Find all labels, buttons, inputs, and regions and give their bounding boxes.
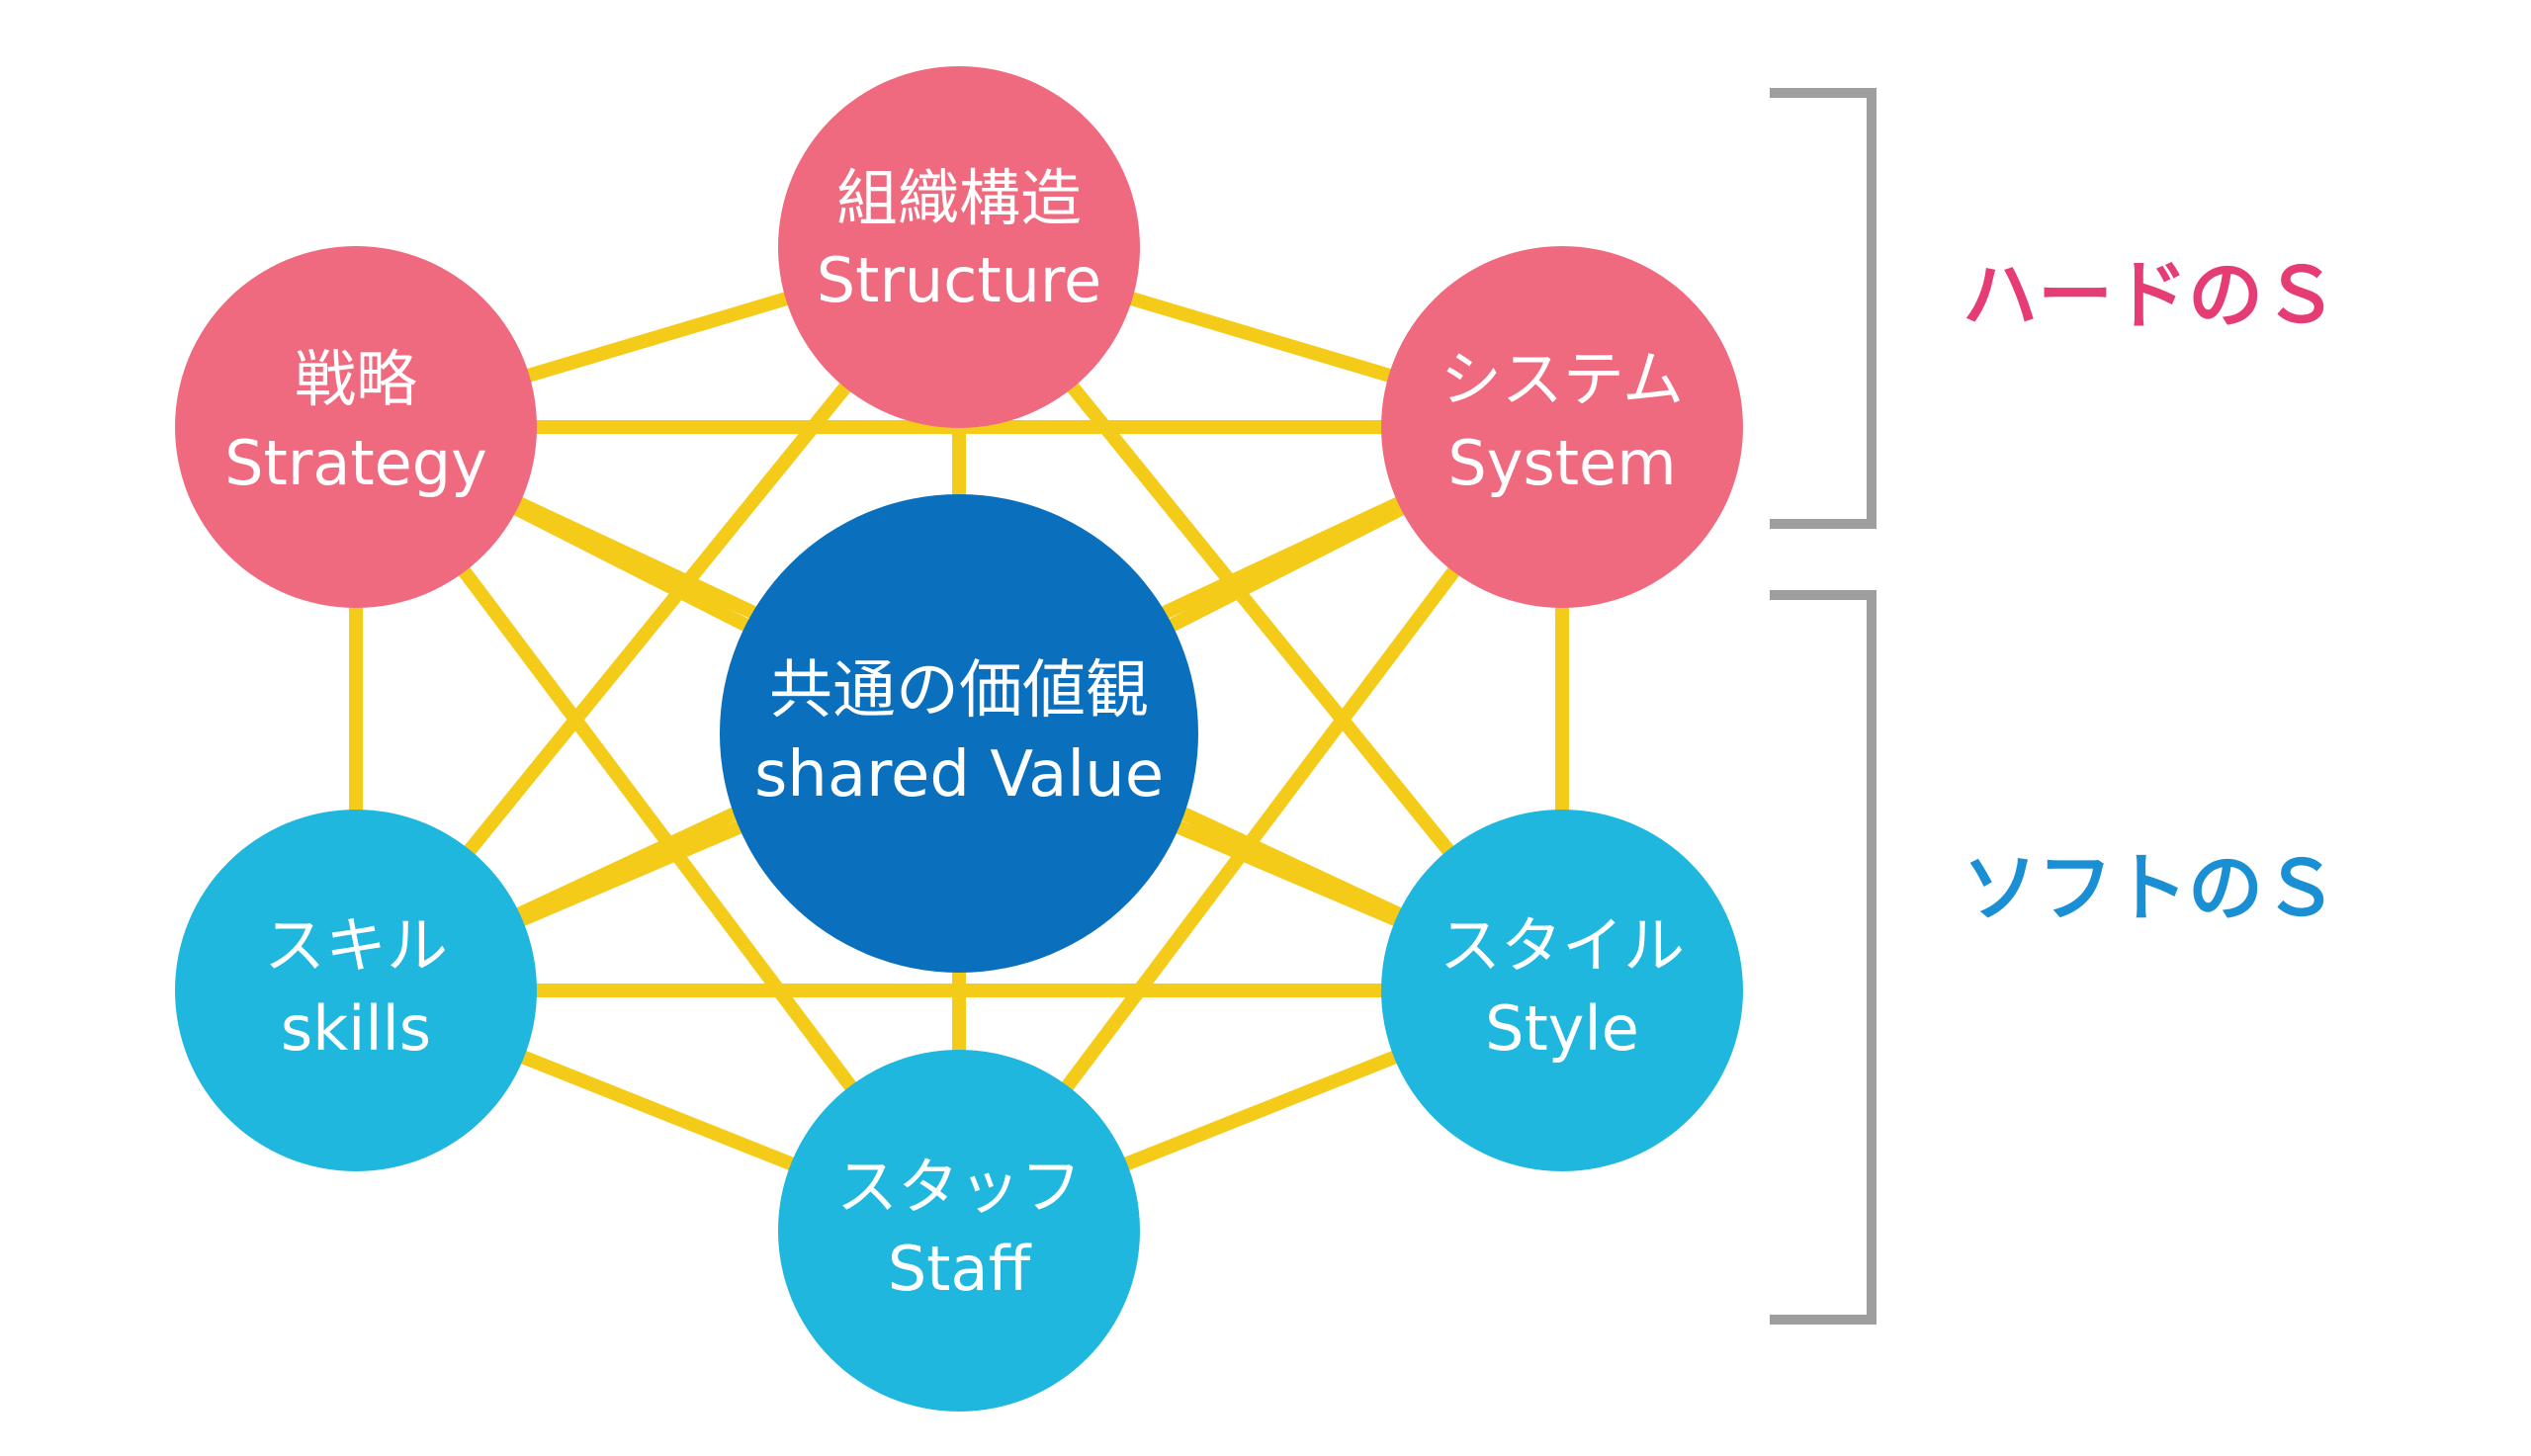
nodes: 組織構造 Structure 戦略 Strategy システム System 共… bbox=[175, 66, 1743, 1412]
node-skills-label-jp: スキル bbox=[264, 909, 448, 982]
node-skills: スキル skills bbox=[175, 810, 537, 1171]
soft-group-label: ソフトのＳ bbox=[1963, 844, 2338, 932]
node-shared-value-label-en: shared Value bbox=[754, 738, 1164, 812]
node-style-circle bbox=[1381, 810, 1743, 1171]
hard-group-label: ハードのＳ bbox=[1963, 251, 2338, 339]
node-strategy-circle bbox=[175, 246, 537, 608]
node-skills-circle bbox=[175, 810, 537, 1171]
soft-bracket bbox=[1770, 590, 1876, 1325]
node-shared-value-circle bbox=[720, 494, 1198, 973]
node-strategy: 戦略 Strategy bbox=[175, 246, 537, 608]
node-structure-label-jp: 組織構造 bbox=[836, 162, 1082, 234]
node-structure: 組織構造 Structure bbox=[778, 66, 1140, 428]
node-style: スタイル Style bbox=[1381, 810, 1743, 1171]
node-system-label-en: System bbox=[1447, 427, 1676, 499]
hard-bracket-line bbox=[1770, 88, 1876, 529]
node-system: システム System bbox=[1381, 246, 1743, 608]
node-staff: スタッフ Staff bbox=[778, 1050, 1140, 1412]
hard-bracket bbox=[1770, 88, 1876, 529]
node-system-circle bbox=[1381, 246, 1743, 608]
node-skills-label-en: skills bbox=[281, 992, 431, 1065]
node-style-label-en: Style bbox=[1485, 992, 1639, 1065]
node-strategy-label-en: Strategy bbox=[224, 427, 487, 499]
node-shared-value-label-jp: 共通の価値観 bbox=[769, 654, 1149, 728]
node-structure-label-en: Structure bbox=[817, 244, 1101, 316]
node-staff-label-en: Staff bbox=[888, 1233, 1032, 1305]
node-shared-value: 共通の価値観 shared Value bbox=[720, 494, 1198, 973]
node-system-label-jp: システム bbox=[1440, 343, 1684, 415]
node-structure-circle bbox=[778, 66, 1140, 428]
node-staff-label-jp: スタッフ bbox=[836, 1151, 1082, 1223]
node-staff-circle bbox=[778, 1050, 1140, 1412]
node-style-label-jp: スタイル bbox=[1440, 909, 1685, 982]
soft-bracket-line bbox=[1770, 590, 1876, 1325]
node-strategy-label-jp: 戦略 bbox=[295, 343, 417, 415]
